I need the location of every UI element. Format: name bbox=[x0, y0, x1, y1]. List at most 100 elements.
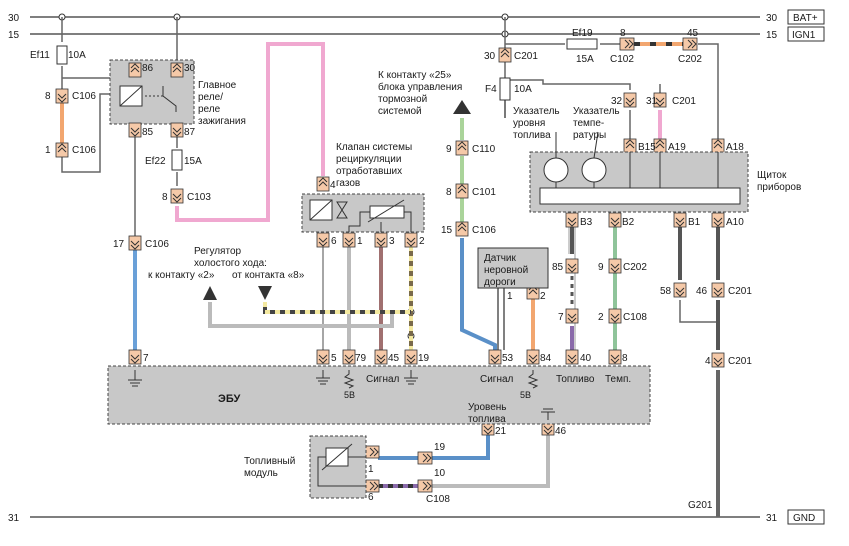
resistor-icon bbox=[343, 370, 539, 389]
fuel-gauge-label-3: топлива bbox=[513, 130, 551, 141]
fuse-ef19-icon bbox=[566, 38, 598, 50]
relay-label-3: реле bbox=[198, 104, 221, 115]
gnd-rail-right: 31 bbox=[766, 513, 778, 524]
idle-to-pin2: к контакту «2» bbox=[148, 270, 215, 281]
cluster-pin-a18: A18 bbox=[726, 142, 744, 153]
egr-label-4: газов bbox=[336, 178, 360, 189]
c110-pin: 9 bbox=[446, 144, 452, 155]
egr-label-3: отработавших bbox=[336, 165, 402, 177]
relay-switch-icon bbox=[162, 86, 177, 112]
cluster-label-1: Щиток bbox=[757, 170, 787, 181]
sensor-label-1: Датчик bbox=[484, 253, 516, 264]
ecu-pin-5: 5 bbox=[331, 353, 337, 364]
c106-c-pin: 17 bbox=[113, 239, 125, 250]
c108-a-pin1: 7 bbox=[558, 312, 564, 323]
c108-a-pin2: 2 bbox=[598, 312, 604, 323]
ecu-pin-46: 46 bbox=[555, 426, 567, 437]
ecu-signal-2: Сигнал bbox=[480, 374, 514, 385]
brake-arrow-up-icon bbox=[453, 100, 471, 114]
relay-label-4: зажигания bbox=[198, 116, 246, 127]
cluster-pin-b3: B3 bbox=[580, 217, 593, 228]
ecu-pin-21: 21 bbox=[495, 426, 507, 437]
ecu-pin-40: 40 bbox=[580, 353, 592, 364]
gnd-tag bbox=[787, 509, 825, 525]
bat-tag-label: BAT+ bbox=[793, 13, 818, 24]
c106-b: C106 bbox=[72, 145, 96, 156]
c108-b: C108 bbox=[426, 494, 450, 505]
c202-a-pin: 45 bbox=[687, 28, 699, 39]
cluster-pin-a10: A10 bbox=[726, 217, 744, 228]
sensor-label-2: неровной bbox=[484, 265, 528, 276]
ecu-pin-7: 7 bbox=[143, 353, 149, 364]
egr-pin-3: 3 bbox=[389, 236, 395, 247]
relay-pin-85: 85 bbox=[142, 127, 154, 138]
ecu-label: ЭБУ bbox=[218, 393, 240, 405]
brake-label-4: системой bbox=[378, 106, 422, 117]
c202-a: C202 bbox=[678, 54, 702, 65]
c201-b-pin1: 32 bbox=[611, 96, 623, 107]
temp-gauge-label-3: ратуры bbox=[573, 130, 606, 141]
fuse-ef19: Ef19 bbox=[572, 28, 593, 39]
fuse-ef19-rating: 15A bbox=[576, 54, 594, 65]
fuse-ef22-rating: 15A bbox=[184, 156, 202, 167]
cluster-pin-b15: B15 bbox=[638, 142, 656, 153]
egr-valve-icon bbox=[336, 201, 348, 219]
c108-b-pin2: 10 bbox=[434, 468, 446, 479]
c101-pin: 8 bbox=[446, 187, 452, 198]
idle-arrow-down-icon bbox=[258, 286, 272, 300]
temp-gauge-icon bbox=[581, 157, 607, 183]
brake-label-1: К контакту «25» bbox=[378, 70, 452, 81]
ign-tag-label: IGN1 bbox=[792, 30, 816, 41]
cluster-pin-a19: A19 bbox=[668, 142, 686, 153]
c106-b-pin: 1 bbox=[45, 145, 51, 156]
gnd-rail-left: 31 bbox=[8, 513, 20, 524]
c201-c: C201 bbox=[728, 286, 752, 297]
c102-pin: 8 bbox=[620, 28, 626, 39]
fuel-gauge-icon bbox=[543, 157, 569, 183]
ecu-pin-53: 53 bbox=[502, 353, 514, 364]
c202-b-pin1: 85 bbox=[552, 262, 564, 273]
fuse-f4-rating: 10A bbox=[514, 84, 532, 95]
cluster-pin-b2: B2 bbox=[622, 217, 635, 228]
egr-label-1: Клапан системы bbox=[336, 142, 412, 153]
relay-pin-30: 30 bbox=[184, 63, 196, 74]
c106-d-pin: 15 bbox=[441, 225, 453, 236]
c103-pin: 8 bbox=[162, 192, 168, 203]
c108-b-pin1: 19 bbox=[434, 442, 446, 453]
bat-tag bbox=[787, 9, 825, 25]
cluster-label-2: приборов bbox=[757, 181, 801, 193]
sensor-pin-1: 1 bbox=[507, 291, 513, 302]
ecu-5v-a: 5В bbox=[344, 390, 355, 400]
fuel-gauge-label-1: Указатель bbox=[513, 106, 560, 117]
c101: C101 bbox=[472, 187, 496, 198]
c106-c: C106 bbox=[145, 239, 169, 250]
ecu-fuel-level-2: топлива bbox=[468, 414, 506, 425]
egr-pin-1: 1 bbox=[357, 236, 363, 247]
fuel-module-pin-6: 6 bbox=[368, 492, 374, 503]
fuel-module-box bbox=[309, 435, 367, 499]
c106-d: C106 bbox=[472, 225, 496, 236]
idle-label-2: холостого хода: bbox=[194, 258, 267, 269]
c106-a: C106 bbox=[72, 91, 96, 102]
ecu-pin-45: 45 bbox=[388, 353, 400, 364]
sensor-pin-2: 2 bbox=[540, 291, 546, 302]
cluster-pin-b1: B1 bbox=[688, 217, 701, 228]
temp-gauge-label-1: Указатель bbox=[573, 106, 620, 117]
egr-pin-4: 4 bbox=[330, 180, 336, 191]
ground-icon bbox=[128, 370, 555, 420]
bat-rail-left: 30 bbox=[8, 13, 20, 24]
ign-rail-left: 15 bbox=[8, 30, 20, 41]
road-sensor-box bbox=[477, 247, 549, 289]
bat-rail-right: 30 bbox=[766, 13, 778, 24]
ecu-fuel: Топливо bbox=[556, 374, 595, 385]
gnd-tag-label: GND bbox=[793, 513, 815, 524]
c108-a: C108 bbox=[623, 312, 647, 323]
fuse-ef22: Ef22 bbox=[145, 156, 166, 167]
ecu-pin-79: 79 bbox=[355, 353, 367, 364]
fuse-ef11: Ef11 bbox=[30, 50, 50, 61]
idle-from-pin8: от контакта «8» bbox=[232, 270, 305, 281]
sensor-label-3: дороги bbox=[484, 277, 516, 288]
c102: C102 bbox=[610, 54, 634, 65]
c202-b-pin2: 9 bbox=[598, 262, 604, 273]
